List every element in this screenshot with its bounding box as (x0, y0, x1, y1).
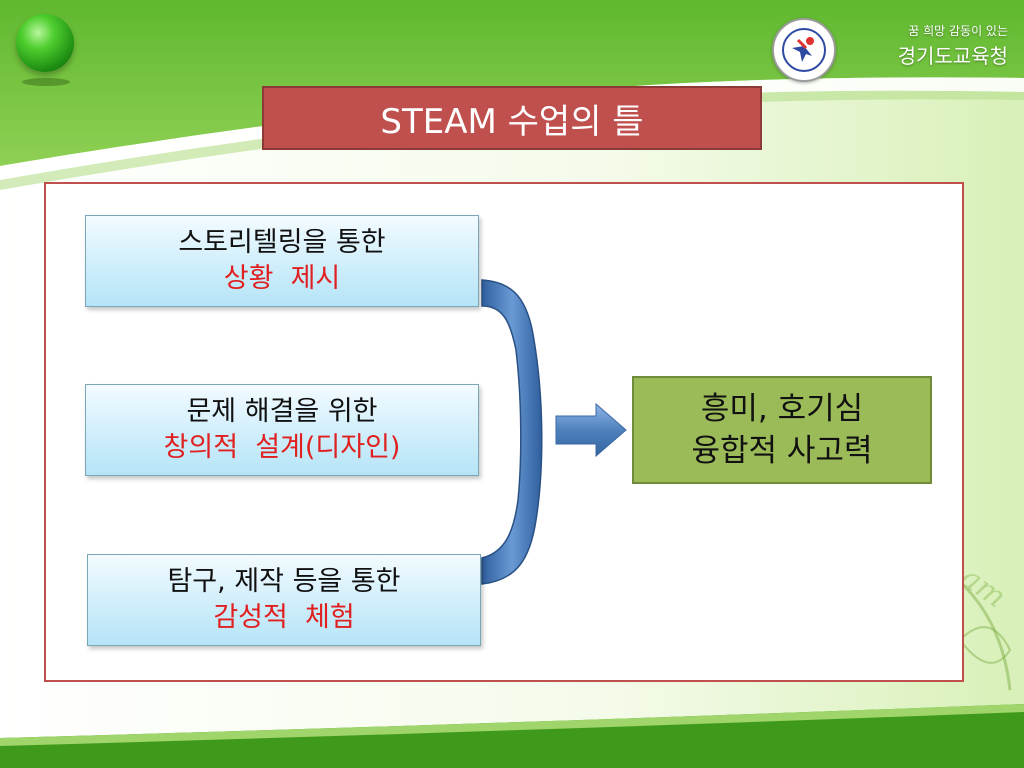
slogan-text: 꿈 희망 감동이 있는 (908, 24, 1008, 38)
result-box: 흥미, 호기심 융합적 사고력 (632, 376, 932, 484)
slide-title: STEAM 수업의 틀 (262, 86, 762, 150)
orb-shadow (22, 78, 70, 86)
topic-line2: 창의적 설계(디자인) (163, 432, 401, 463)
topic-line1: 문제 해결을 위한 (186, 396, 378, 427)
topic-box-design: 문제 해결을 위한 창의적 설계(디자인) (85, 384, 479, 476)
topic-line1: 스토리텔링을 통한 (178, 227, 386, 258)
topic-box-experience: 탐구, 제작 등을 통한 감성적 체험 (87, 554, 481, 646)
green-orb-icon (16, 14, 74, 72)
seal-emblem-icon (772, 18, 836, 82)
result-line1: 흥미, 호기심 (700, 391, 864, 427)
agency-logo: 꿈 희망 감동이 있는 경기도교육청 (772, 18, 1012, 82)
topic-line2: 감성적 체험 (213, 602, 355, 633)
topic-line1: 탐구, 제작 등을 통한 (167, 566, 401, 597)
topic-line2: 상황 제시 (223, 263, 341, 294)
topic-box-storytelling: 스토리텔링을 통한 상황 제시 (85, 215, 479, 307)
result-line2: 융합적 사고력 (691, 433, 873, 469)
agency-name: 경기도교육청 (897, 44, 1008, 68)
